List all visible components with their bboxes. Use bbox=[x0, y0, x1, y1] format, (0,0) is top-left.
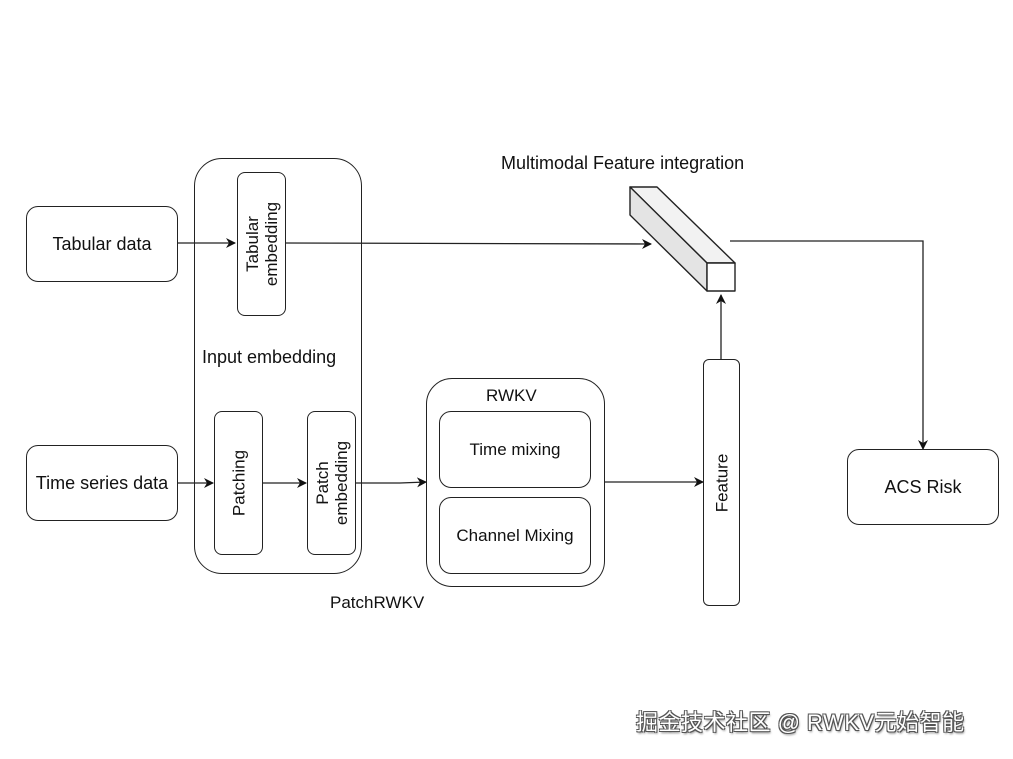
feature-node[interactable]: Feature bbox=[703, 359, 740, 606]
rwkv-title: RWKV bbox=[486, 386, 537, 405]
patching-label: Patching bbox=[229, 449, 248, 517]
time-mixing-label: Time mixing bbox=[469, 439, 561, 459]
patchrwkv-label: PatchRWKV bbox=[330, 593, 425, 612]
tabular-data-label: Tabular data bbox=[52, 233, 152, 254]
time-series-data-node[interactable]: Time series data bbox=[26, 445, 178, 521]
tabular-data-node[interactable]: Tabular data bbox=[26, 206, 178, 282]
input-embedding-group[interactable] bbox=[194, 158, 362, 574]
acs-risk-node[interactable]: ACS Risk bbox=[847, 449, 999, 525]
acs-risk-label: ACS Risk bbox=[884, 476, 962, 497]
tabular-embedding-node[interactable]: Tabular embedding bbox=[237, 172, 286, 316]
tabular-embedding-label: Tabular embedding bbox=[242, 201, 281, 287]
watermark: 掘金技术社区 @ RWKV元始智能 bbox=[636, 710, 965, 735]
channel-mixing-label: Channel Mixing bbox=[456, 525, 574, 545]
patching-node[interactable]: Patching bbox=[214, 411, 263, 555]
edge-patch-embedding-to-rwkv bbox=[355, 477, 427, 488]
rwkv-group[interactable] bbox=[426, 378, 605, 587]
input-embedding-title: Input embedding bbox=[202, 347, 337, 367]
edge-tabular-embedding-to-integration bbox=[284, 238, 652, 249]
time-mixing-node[interactable]: Time mixing bbox=[439, 411, 591, 488]
feature-label: Feature bbox=[712, 453, 731, 512]
patch-embedding-label: Patch embedding bbox=[312, 440, 351, 526]
time-series-data-label: Time series data bbox=[35, 472, 169, 493]
integration-cuboid-icon bbox=[629, 186, 736, 292]
patch-embedding-node[interactable]: Patch embedding bbox=[307, 411, 356, 555]
integration-title: Multimodal Feature integration bbox=[501, 153, 745, 173]
edge-integration-to-acs-risk bbox=[730, 240, 928, 450]
channel-mixing-node[interactable]: Channel Mixing bbox=[439, 497, 591, 574]
